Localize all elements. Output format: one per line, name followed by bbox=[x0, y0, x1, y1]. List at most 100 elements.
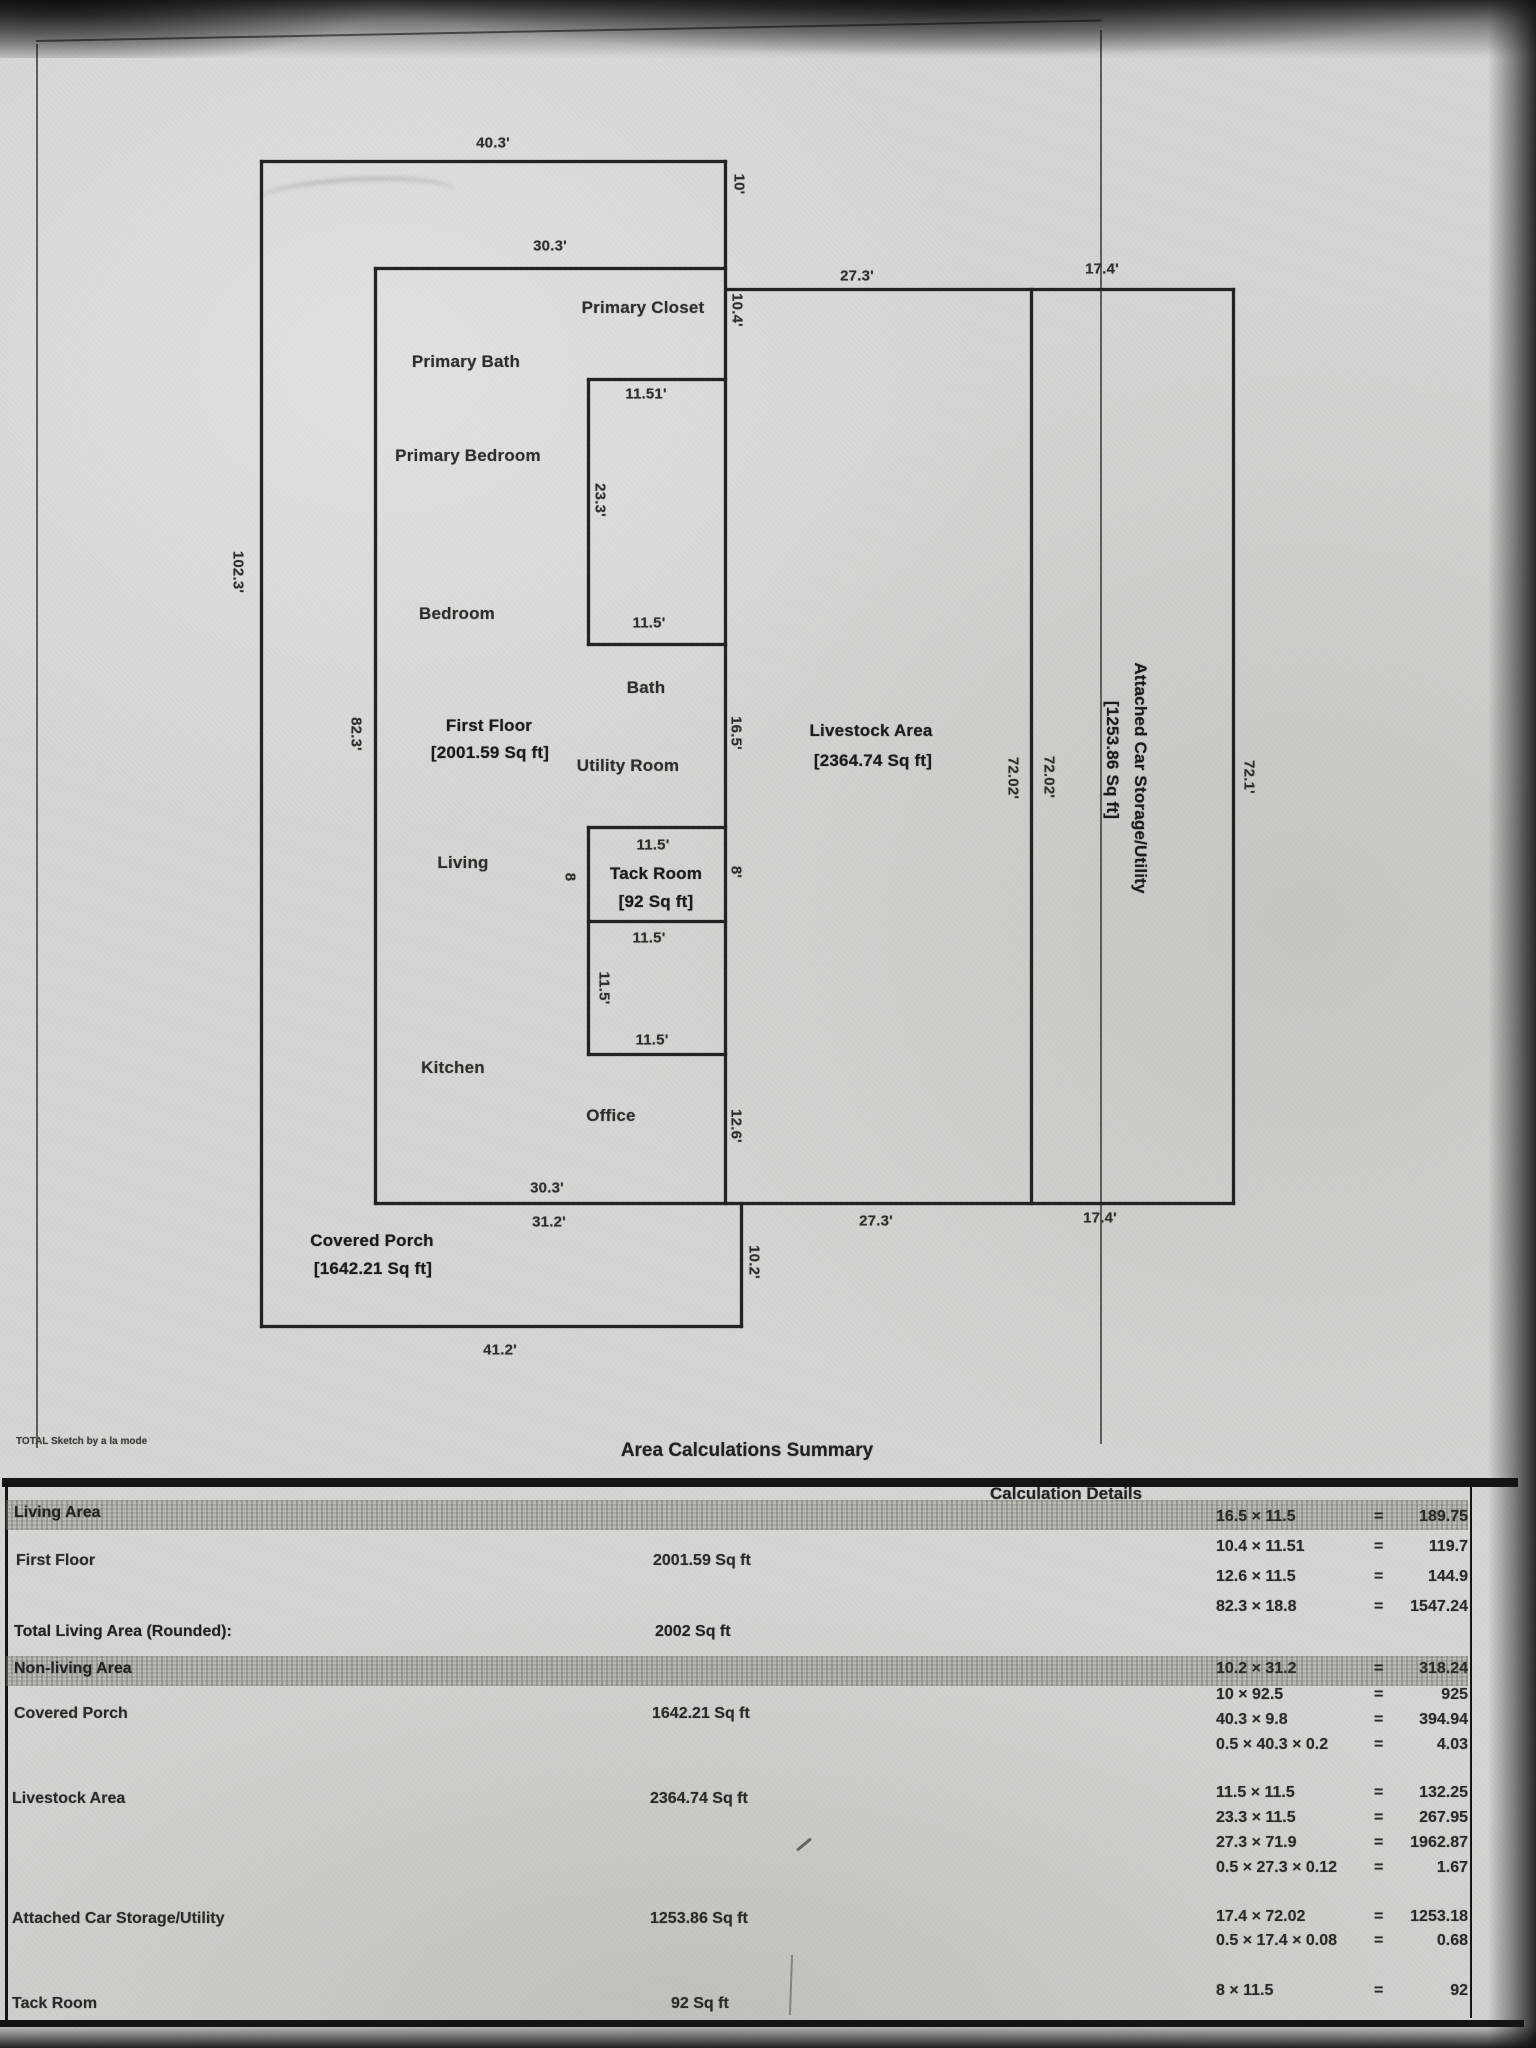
row-tack-room-value: 92 Sq ft bbox=[671, 1995, 729, 2012]
calc-result-11: 1.67 bbox=[1436, 1859, 1468, 1876]
label-livestock-area-sqft: [2364.74 Sq ft] bbox=[813, 751, 933, 770]
room-primary-bath: Primary Bath bbox=[411, 352, 521, 371]
sketch-border-left bbox=[36, 44, 38, 1448]
room-office: Office bbox=[586, 1106, 636, 1125]
calc-result-6: 394.94 bbox=[1419, 1711, 1468, 1728]
table-top-rule bbox=[2, 1478, 1518, 1487]
wall-porch-left bbox=[260, 160, 263, 1328]
row-first-floor-value: 2001.59 Sq ft bbox=[653, 1552, 751, 1569]
wall-bath-top bbox=[587, 643, 727, 646]
calc-result-9: 267.95 bbox=[1419, 1809, 1468, 1826]
calc-expr-8: 11.5 × 11.5 bbox=[1216, 1784, 1295, 1801]
calc-result-1: 119.7 bbox=[1428, 1538, 1468, 1555]
dim-17-4-top: 17.4' bbox=[1085, 260, 1119, 278]
wall-right-section-top bbox=[727, 288, 1235, 291]
wall-office-top bbox=[587, 1053, 727, 1056]
calc-equals-6: = bbox=[1374, 1711, 1384, 1728]
section-living-area-band bbox=[6, 1500, 1468, 1530]
section-non-living-area-band bbox=[6, 1656, 1468, 1686]
dim-11-51-closet: 11.51' bbox=[625, 385, 667, 403]
wall-tack-bottom bbox=[587, 920, 727, 923]
wall-porch-rect-right bbox=[740, 1202, 743, 1328]
calc-equals-10: = bbox=[1374, 1834, 1384, 1851]
row-attached-car-storage-value: 1253.86 Sq ft bbox=[650, 1910, 748, 1927]
calculation-details-header: Calculation Details bbox=[990, 1484, 1143, 1503]
wall-house-left bbox=[374, 267, 377, 1205]
room-bath: Bath bbox=[626, 678, 666, 697]
calc-column-border bbox=[1470, 1482, 1472, 2018]
calc-result-8: 132.25 bbox=[1419, 1784, 1468, 1801]
wall-corridor-left-lower bbox=[587, 826, 590, 1056]
wall-right-outer bbox=[1232, 288, 1235, 1205]
calc-expr-12: 17.4 × 72.02 bbox=[1216, 1908, 1306, 1925]
calc-expr-1: 10.4 × 11.51 bbox=[1216, 1538, 1305, 1555]
calc-expr-6: 40.3 × 9.8 bbox=[1216, 1711, 1288, 1728]
calc-equals-3: = bbox=[1374, 1598, 1384, 1615]
calc-equals-2: = bbox=[1374, 1568, 1384, 1585]
calc-result-5: 925 bbox=[1441, 1686, 1468, 1703]
section-non-living-area: Non-living Area bbox=[14, 1660, 132, 1677]
dim-11-5-office-top: 11.5' bbox=[635, 1031, 669, 1049]
calc-expr-11: 0.5 × 27.3 × 0.12 bbox=[1216, 1859, 1337, 1876]
row-total-living-value: 2002 Sq ft bbox=[655, 1623, 731, 1640]
calc-result-14: 92 bbox=[1450, 1982, 1468, 1999]
row-livestock-area-value: 2364.74 Sq ft bbox=[650, 1790, 748, 1807]
label-tack-room: Tack Room bbox=[609, 864, 703, 883]
label-first-floor-area: [2001.59 Sq ft] bbox=[430, 743, 550, 762]
wall-closet-bottom bbox=[587, 378, 727, 381]
pen-mark-2 bbox=[788, 1954, 794, 2016]
row-total-living-label: Total Living Area (Rounded): bbox=[14, 1623, 232, 1640]
dim-11-5-tack-bottom: 11.5' bbox=[632, 929, 666, 947]
calc-equals-14: = bbox=[1374, 1982, 1384, 1999]
wall-bottom-main bbox=[374, 1202, 1235, 1205]
wall-corridor-left-upper bbox=[587, 378, 590, 646]
calc-result-12: 1253.18 bbox=[1410, 1908, 1468, 1925]
label-covered-porch: Covered Porch bbox=[310, 1231, 434, 1250]
room-kitchen: Kitchen bbox=[421, 1058, 485, 1077]
calc-result-10: 1962.87 bbox=[1410, 1834, 1468, 1851]
dim-11-5-bath-top: 11.5' bbox=[632, 614, 666, 632]
calc-equals-5: = bbox=[1374, 1686, 1384, 1703]
calc-expr-14: 8 × 11.5 bbox=[1216, 1982, 1274, 1999]
calc-result-3: 1547.24 bbox=[1410, 1598, 1468, 1615]
calc-equals-0: = bbox=[1374, 1508, 1384, 1525]
row-tack-room-label: Tack Room bbox=[12, 1995, 98, 2012]
dim-17-4-bottom: 17.4' bbox=[1083, 1209, 1117, 1227]
calc-expr-4: 10.2 × 31.2 bbox=[1216, 1660, 1297, 1677]
dim-40-3-top: 40.3' bbox=[476, 134, 510, 152]
room-primary-closet: Primary Closet bbox=[581, 298, 705, 317]
room-utility: Utility Room bbox=[576, 756, 680, 775]
section-living-area: Living Area bbox=[14, 1504, 101, 1521]
row-attached-car-storage-label: Attached Car Storage/Utility bbox=[12, 1910, 225, 1927]
pen-mark bbox=[796, 1837, 812, 1852]
calc-expr-3: 82.3 × 18.8 bbox=[1216, 1598, 1297, 1615]
row-covered-porch-label: Covered Porch bbox=[14, 1705, 128, 1722]
calc-equals-11: = bbox=[1374, 1859, 1384, 1876]
calc-result-0: 189.75 bbox=[1419, 1508, 1468, 1525]
wall-house-top bbox=[374, 267, 727, 270]
calc-result-13: 0.68 bbox=[1436, 1932, 1468, 1949]
dim-41-2-porch-bottom: 41.2' bbox=[483, 1341, 517, 1359]
sketch-border-right bbox=[1100, 30, 1102, 1444]
dim-31-2-porch: 31.2' bbox=[532, 1213, 566, 1231]
table-title: Area Calculations Summary bbox=[620, 1440, 874, 1461]
calc-result-2: 144.9 bbox=[1427, 1568, 1468, 1585]
table-bottom-rule bbox=[0, 2020, 1524, 2027]
row-first-floor-label: First Floor bbox=[16, 1552, 96, 1569]
calc-equals-7: = bbox=[1374, 1736, 1384, 1753]
calc-expr-13: 0.5 × 17.4 × 0.08 bbox=[1216, 1932, 1337, 1949]
room-bedroom: Bedroom bbox=[418, 604, 496, 623]
calc-equals-4: = bbox=[1374, 1660, 1384, 1677]
label-covered-porch-area: [1642.21 Sq ft] bbox=[313, 1259, 433, 1278]
calc-expr-2: 12.6 × 11.5 bbox=[1216, 1568, 1296, 1585]
label-tack-room-area: [92 Sq ft] bbox=[618, 892, 694, 911]
calc-expr-7: 0.5 × 40.3 × 0.2 bbox=[1216, 1736, 1329, 1753]
table-left-border bbox=[5, 1478, 8, 2027]
calc-expr-10: 27.3 × 71.9 bbox=[1216, 1834, 1297, 1851]
dim-27-3-top: 27.3' bbox=[840, 267, 874, 285]
room-primary-bedroom: Primary Bedroom bbox=[395, 446, 541, 465]
wall-livestock-storage-divider bbox=[1030, 288, 1033, 1205]
